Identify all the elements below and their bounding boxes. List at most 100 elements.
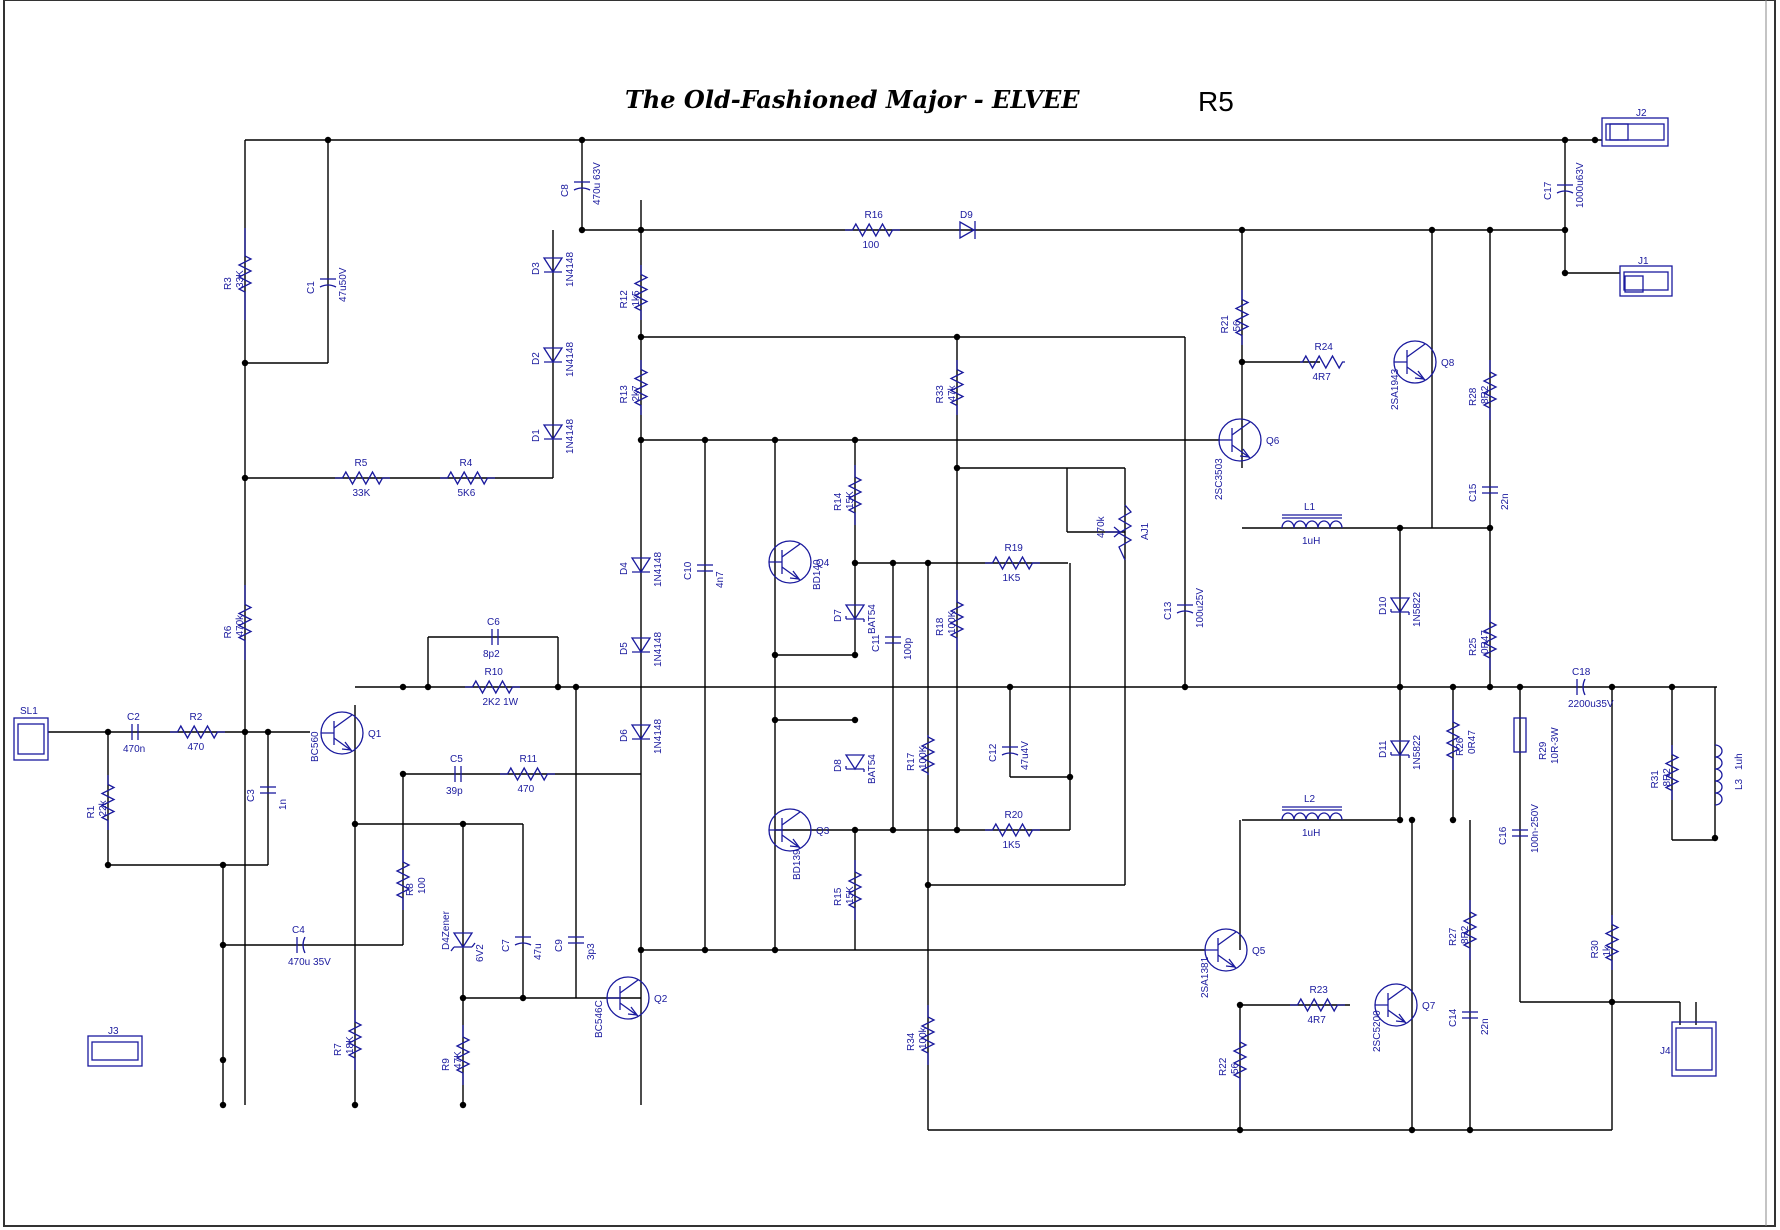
resistor-r27 [1462, 900, 1478, 960]
value-r31: 8R2 [1662, 768, 1673, 787]
transistor-q6 [1218, 418, 1262, 462]
value-r15: 15K [845, 886, 856, 904]
label-r18: R18 [935, 617, 946, 636]
label-sl1: SL1 [20, 706, 38, 717]
part-q6: 2SC3503 [1214, 458, 1225, 500]
capacitor-c16 [1512, 829, 1528, 837]
part-q8: 2SA1943 [1390, 368, 1401, 410]
transistor-q1 [320, 711, 364, 755]
value-r19: 1K5 [1003, 573, 1021, 584]
connector-j3 [87, 1035, 143, 1067]
value-c13: 100u25V [1195, 588, 1206, 628]
diode-d3 [542, 257, 564, 274]
label-r28: R28 [1468, 387, 1479, 406]
label-r11: R11 [520, 754, 538, 765]
capacitor-c1 [319, 278, 337, 288]
label-d1: D1 [531, 429, 542, 442]
label-c4: C4 [292, 925, 305, 936]
value-c5: 39p [446, 786, 463, 797]
wires [48, 139, 1717, 1131]
resistor-r28 [1482, 360, 1498, 420]
label-d3: D3 [531, 262, 542, 275]
label-r2: R2 [190, 712, 203, 723]
label-r15: R15 [833, 887, 844, 906]
resistor-r23 [1290, 997, 1345, 1013]
connector-j4 [1671, 1021, 1717, 1077]
label-c16: C16 [1498, 826, 1509, 845]
label-q5: Q5 [1252, 946, 1266, 957]
connector-sl1 [13, 717, 49, 761]
value-d3: 1N4148 [565, 252, 576, 287]
value-c11: 100p [903, 637, 914, 660]
value-d8: BAT54 [867, 754, 878, 784]
transistor-q8 [1393, 340, 1437, 384]
resistor-r4 [440, 470, 495, 486]
capacitor-c18 [1576, 678, 1586, 696]
value-r2: 470 [188, 742, 205, 753]
label-r13: R13 [619, 385, 630, 404]
value-c12: 47u4V [1020, 741, 1031, 770]
resistor-r22 [1232, 1030, 1248, 1090]
capacitor-c9 [568, 936, 584, 944]
value-l2: 1uH [1302, 828, 1320, 839]
label-r10: R10 [485, 667, 504, 678]
value-d1: 1N4148 [565, 419, 576, 454]
label-aj1: AJ1 [1140, 522, 1151, 540]
resistor-r12 [633, 265, 649, 320]
resistor-r2 [170, 724, 225, 740]
value-r12: 1k5 [631, 290, 642, 307]
label-q7: Q7 [1422, 1001, 1436, 1012]
value-aj1: 470k [1096, 515, 1107, 538]
value-d4zener: 6V2 [475, 944, 486, 962]
label-l1: L1 [1304, 502, 1316, 513]
resistor-r9 [455, 1025, 471, 1085]
label-c6: C6 [487, 617, 500, 628]
capacitor-c13 [1176, 604, 1194, 614]
label-c14: C14 [1448, 1008, 1459, 1027]
trimmer-aj1 [1105, 504, 1133, 561]
revision-label: R5 [1198, 86, 1234, 117]
value-r11: 470 [518, 784, 535, 795]
value-d5: 1N4148 [653, 632, 664, 667]
label-r24: R24 [1315, 342, 1334, 353]
label-j2: J2 [1636, 108, 1647, 119]
value-r23: 4R7 [1308, 1015, 1327, 1026]
capacitor-c2 [131, 724, 139, 740]
label-r3: R3 [223, 277, 234, 290]
label-j1: J1 [1638, 256, 1649, 267]
label-c7: C7 [501, 939, 512, 952]
diode-d4zener [450, 932, 476, 952]
viewer-border [3, 0, 1776, 1227]
label-r12: R12 [619, 290, 630, 309]
resistor-r17 [920, 735, 936, 775]
value-r7: 18K [345, 1036, 356, 1054]
transistor-q2 [606, 976, 650, 1020]
label-d4zener: D4Zener [441, 910, 452, 950]
value-r14: 15K [845, 491, 856, 509]
value-r17: 100K [918, 745, 929, 769]
label-d10: D10 [1378, 596, 1389, 615]
diode-d11 [1389, 740, 1411, 758]
resistor-r7 [347, 1010, 363, 1070]
label-d4: D4 [619, 562, 630, 575]
value-c10: 4n7 [715, 571, 726, 588]
capacitor-c10 [697, 564, 713, 572]
diode-d5 [630, 637, 652, 654]
value-r22: 56 [1230, 1062, 1241, 1074]
label-r23: R23 [1310, 985, 1329, 996]
diode-d2 [542, 347, 564, 364]
value-c9: 3p3 [586, 943, 597, 960]
label-r27: R27 [1448, 927, 1459, 946]
label-c5: C5 [450, 754, 463, 765]
capacitor-c8 [573, 181, 591, 191]
label-d6: D6 [619, 729, 630, 742]
resistor-r26 [1445, 710, 1461, 770]
value-r28: 8R2 [1480, 385, 1491, 404]
label-d9: D9 [960, 210, 973, 221]
value-r26: 0R47 [1467, 730, 1478, 754]
label-r6: R6 [223, 625, 234, 638]
label-c8: C8 [560, 184, 571, 197]
part-q3: BD139 [792, 849, 803, 880]
